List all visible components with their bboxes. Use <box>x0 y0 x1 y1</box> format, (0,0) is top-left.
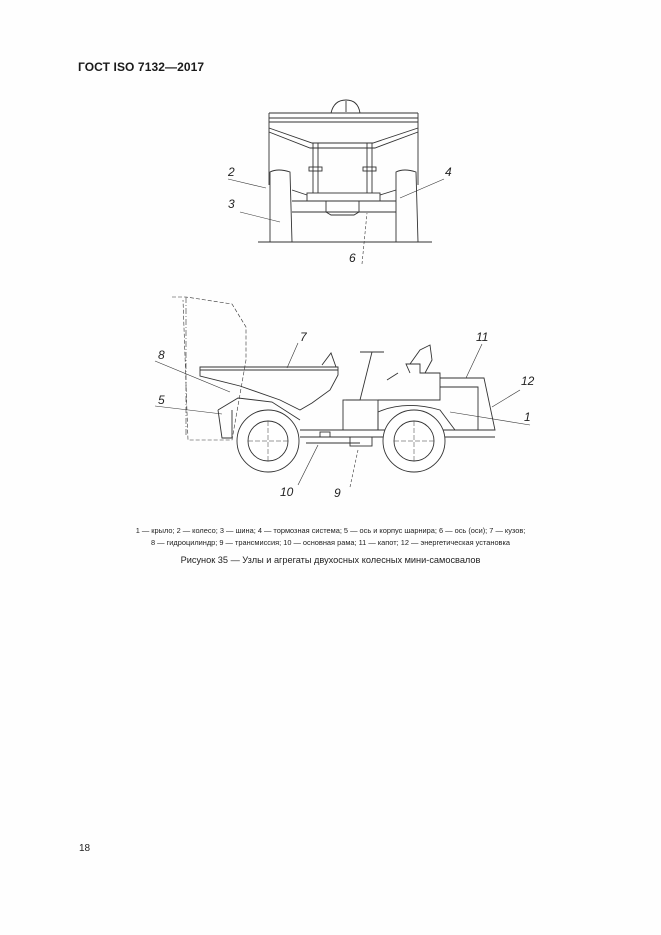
page-number: 18 <box>79 843 91 854</box>
svg-text:9: 9 <box>334 486 341 500</box>
svg-text:4: 4 <box>445 165 452 179</box>
svg-text:6: 6 <box>349 251 356 265</box>
figure-legend-line-1: 1 — крыло; 2 — колесо; 3 — шина; 4 — тор… <box>135 526 526 535</box>
front-view-drawing: 2 3 4 6 <box>227 99 452 265</box>
svg-text:11: 11 <box>476 330 488 344</box>
side-view-drawing: 7 8 5 11 12 1 10 9 <box>154 296 535 500</box>
svg-text:3: 3 <box>228 197 235 211</box>
svg-text:8: 8 <box>158 348 165 362</box>
svg-text:12: 12 <box>521 374 535 388</box>
svg-text:1: 1 <box>524 410 531 424</box>
svg-text:7: 7 <box>300 330 308 344</box>
svg-text:5: 5 <box>158 393 165 407</box>
svg-text:10: 10 <box>280 485 294 499</box>
figure-legend-line-2: 8 — гидроцилиндр; 9 — трансмиссия; 10 — … <box>151 538 510 547</box>
standard-header: ГОСТ ISO 7132—2017 <box>78 60 205 74</box>
figure-caption: Рисунок 35 — Узлы и агрегаты двухосных к… <box>180 555 481 565</box>
svg-text:2: 2 <box>227 165 235 179</box>
